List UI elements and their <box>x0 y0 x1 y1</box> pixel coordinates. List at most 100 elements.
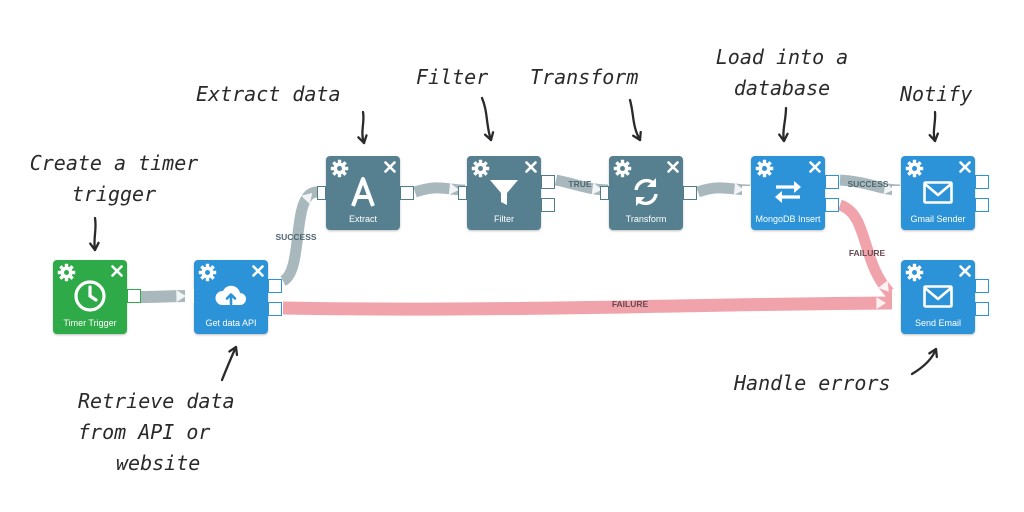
envelope-icon <box>920 174 956 210</box>
output-port-true[interactable] <box>541 175 555 189</box>
swap-arrows-icon <box>770 174 806 210</box>
gear-icon[interactable] <box>198 263 217 282</box>
node-mongodb-insert[interactable]: MongoDB Insert <box>742 156 839 230</box>
annotation-line: trigger <box>71 182 157 206</box>
annotation-arrow <box>782 106 788 143</box>
output-port[interactable] <box>975 279 989 293</box>
input-port[interactable] <box>600 186 609 200</box>
output-port[interactable] <box>683 186 697 200</box>
output-port-false[interactable] <box>541 198 555 212</box>
annotation-line: Notify <box>900 82 973 106</box>
annotation-arrow <box>220 345 238 382</box>
input-port[interactable] <box>892 186 901 200</box>
link-label: SUCCESS <box>847 179 888 189</box>
annotation-line: website <box>116 451 201 475</box>
annotation-arrow <box>93 216 97 252</box>
output-port-failure[interactable] <box>825 198 839 212</box>
annotation-line: Handle errors <box>734 371 891 395</box>
link-label: SUCCESS <box>275 232 316 242</box>
annotation-line: Create a timer <box>29 151 199 175</box>
gear-icon[interactable] <box>330 159 349 178</box>
output-port-success[interactable] <box>268 279 282 293</box>
annotation-line: Extract data <box>196 82 341 106</box>
node-get-data-api[interactable]: Get data API <box>185 260 282 334</box>
close-icon[interactable] <box>959 264 971 277</box>
annotation-create-timer: Create a timer trigger <box>14 148 214 210</box>
gear-icon[interactable] <box>905 263 924 282</box>
close-icon[interactable] <box>667 160 679 173</box>
annotation-line: Filter <box>416 65 489 89</box>
link-arrowhead <box>733 182 745 195</box>
annotation-line: Retrieve data <box>78 389 235 413</box>
refresh-icon <box>628 174 664 210</box>
cloud-upload-icon <box>213 278 249 314</box>
input-port[interactable] <box>458 186 467 200</box>
annotation-arrowhead <box>89 241 100 252</box>
close-icon[interactable] <box>525 160 537 173</box>
letter-a-icon <box>345 174 381 210</box>
output-port-success[interactable] <box>825 175 839 189</box>
close-icon[interactable] <box>384 160 396 173</box>
annotation-arrowhead <box>778 132 789 143</box>
output-port[interactable] <box>127 289 141 303</box>
funnel-icon <box>486 174 522 210</box>
node-timer-trigger[interactable]: Timer Trigger <box>53 260 141 334</box>
annotation-arrowhead <box>483 131 495 142</box>
node-send-email[interactable]: Send Email <box>892 260 989 334</box>
node-gmail-sender[interactable]: Gmail Sender <box>892 156 989 230</box>
link-arrowhead <box>591 182 603 195</box>
output-port-failure[interactable] <box>268 302 282 316</box>
annotation-notify: Notify <box>900 79 972 110</box>
annotation-arrowhead <box>928 132 940 143</box>
annotation-load: Load into a database <box>698 42 866 104</box>
annotation-line: Load into a <box>715 45 849 69</box>
annotation-arrowhead <box>228 345 239 357</box>
gear-icon[interactable] <box>905 159 924 178</box>
annotation-arrowhead <box>357 134 368 145</box>
link-arrowhead <box>448 182 460 195</box>
node-transform[interactable]: Transform <box>600 156 697 230</box>
gear-icon[interactable] <box>57 263 76 282</box>
node-label: Filter <box>494 214 514 224</box>
node-label: Extract <box>348 214 377 224</box>
annotation-transform: Transform <box>530 62 638 93</box>
close-icon[interactable] <box>252 264 264 277</box>
annotation-arrow <box>628 98 642 142</box>
close-icon[interactable] <box>111 264 123 277</box>
link-arrowhead <box>883 182 895 195</box>
close-icon[interactable] <box>809 160 821 173</box>
close-icon[interactable] <box>959 160 971 173</box>
input-port[interactable] <box>892 289 901 303</box>
annotation-line: database <box>733 76 831 100</box>
annotation-arrow <box>910 347 938 376</box>
annotation-arrowhead <box>928 347 939 359</box>
output-port[interactable] <box>400 186 414 200</box>
output-port[interactable] <box>975 175 989 189</box>
annotation-arrow <box>480 96 493 142</box>
node-extract[interactable]: Extract <box>317 156 414 230</box>
gear-icon[interactable] <box>471 159 490 178</box>
link-label: FAILURE <box>849 248 886 258</box>
annotation-filter: Filter <box>416 62 488 93</box>
annotation-arrowhead <box>632 130 642 142</box>
gear-icon[interactable] <box>755 159 774 178</box>
node-filter[interactable]: Filter <box>458 156 555 230</box>
annotation-retrieve: Retrieve data from API or website <box>78 386 235 479</box>
link-label: TRUE <box>568 179 591 189</box>
link-arrowhead <box>878 280 889 292</box>
input-port[interactable] <box>185 289 194 303</box>
input-port[interactable] <box>317 186 326 200</box>
output-port[interactable] <box>975 302 989 316</box>
node-label: Transform <box>625 214 667 224</box>
output-port[interactable] <box>975 198 989 212</box>
annotation-arrow <box>932 110 937 143</box>
link-label: FAILURE <box>612 299 649 309</box>
link-api-email[interactable] <box>282 296 893 316</box>
annotation-arrow <box>361 110 366 145</box>
node-label: Gmail Sender <box>910 214 966 224</box>
envelope-icon <box>920 278 956 314</box>
gear-icon[interactable] <box>613 159 632 178</box>
node-label: Send Email <box>914 318 962 328</box>
input-port[interactable] <box>742 186 751 200</box>
